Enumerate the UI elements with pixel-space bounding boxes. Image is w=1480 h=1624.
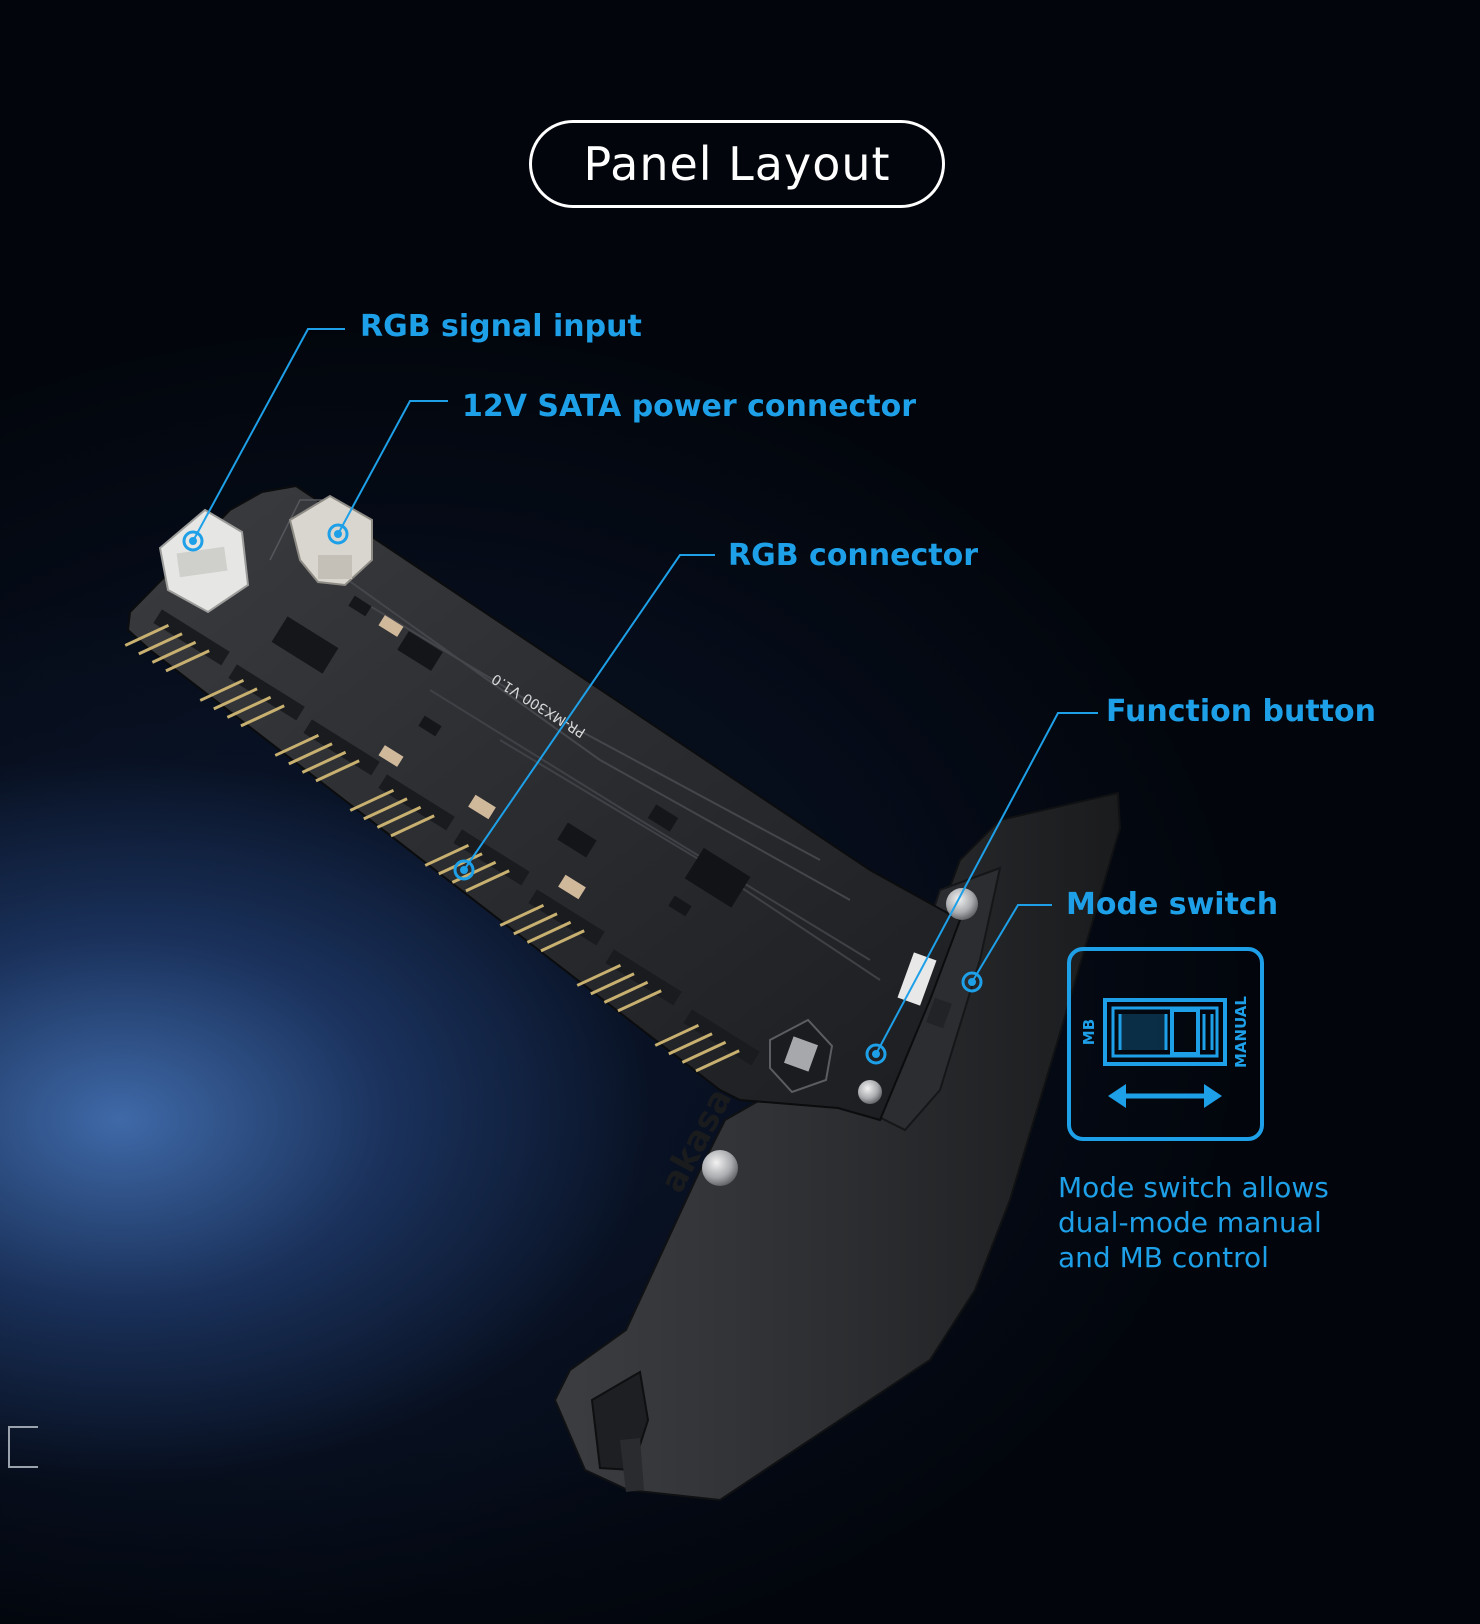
callout-lines xyxy=(192,328,1098,1055)
dot-mode-switch xyxy=(961,971,983,993)
description-line-1: Mode switch allows xyxy=(1058,1171,1329,1204)
callout-mode-switch: Mode switch xyxy=(1066,887,1279,922)
dot-rgb-signal-input xyxy=(182,530,204,552)
dot-sata-power xyxy=(327,523,349,545)
description-line-2: dual-mode manual xyxy=(1058,1206,1322,1239)
leader-rgb-signal-input xyxy=(192,328,345,542)
corner-bracket-mark xyxy=(8,1426,38,1468)
rgb-header-pins xyxy=(124,609,760,1073)
callout-sata-power: 12V SATA power connector xyxy=(462,389,917,424)
callout-rgb-connector: RGB connector xyxy=(728,538,979,573)
dot-rgb-connector xyxy=(453,859,475,881)
mode-switch-icon: MB MANUAL xyxy=(1067,947,1264,1141)
mode-switch-mb-label: MB xyxy=(1080,1019,1098,1045)
callout-dots xyxy=(182,523,983,1065)
leader-rgb-connector xyxy=(463,554,715,871)
bracket-screw-bottom xyxy=(702,1150,738,1186)
page-title: Panel Layout xyxy=(583,137,891,191)
mode-switch-description: Mode switch allows dual-mode manual and … xyxy=(1058,1170,1388,1275)
rgb-input-connector xyxy=(158,508,250,614)
leader-mode-switch xyxy=(971,904,1052,983)
callout-rgb-signal-input: RGB signal input xyxy=(360,309,642,344)
dot-function-button xyxy=(865,1043,887,1065)
arrow-left-icon xyxy=(1108,1084,1126,1108)
bracket-screw-top xyxy=(946,888,978,920)
mode-switch-manual-label: MANUAL xyxy=(1232,996,1250,1068)
function-button-part xyxy=(769,1018,882,1104)
description-line-3: and MB control xyxy=(1058,1241,1269,1274)
title-pill: Panel Layout xyxy=(529,120,945,208)
arrow-right-icon xyxy=(1204,1084,1222,1108)
leader-sata-power xyxy=(337,400,448,535)
pcb-board: PR-MX300 V1.0 xyxy=(126,484,962,1122)
leader-function-button xyxy=(875,712,1098,1055)
callout-function-button: Function button xyxy=(1106,694,1377,729)
